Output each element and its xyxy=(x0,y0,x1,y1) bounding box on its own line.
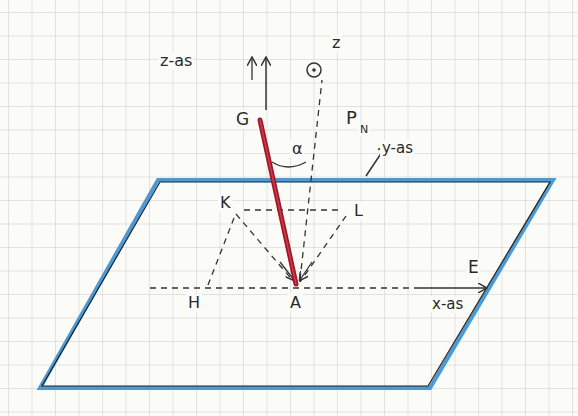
force-label: P xyxy=(344,108,359,128)
axis-label: y-as xyxy=(380,140,415,157)
x-axis-arrow xyxy=(420,287,486,289)
x-axis-dashed xyxy=(150,287,420,288)
k-l-line xyxy=(244,209,340,210)
force-arrow xyxy=(300,262,312,280)
axis-label: z xyxy=(330,34,342,52)
point-label: K xyxy=(218,194,233,212)
z-axis-arrow xyxy=(251,58,252,80)
out-of-plane-symbol xyxy=(307,63,321,77)
z-axis-arrow xyxy=(265,58,267,110)
point-label: G xyxy=(234,110,251,129)
l-line xyxy=(300,216,346,282)
h-k-line xyxy=(208,218,234,285)
out-of-plane-dot xyxy=(312,68,316,72)
angle-label: α xyxy=(290,140,305,158)
point-label: A xyxy=(288,294,303,312)
axis-label: z-as xyxy=(158,52,194,70)
point-label: L xyxy=(352,202,365,220)
point-label: H xyxy=(186,294,202,312)
angle-arc xyxy=(272,162,306,167)
axis-label: x-as xyxy=(430,296,465,313)
normal-line xyxy=(300,80,322,280)
force-subscript: N xyxy=(358,123,370,136)
point-label: E xyxy=(466,258,481,277)
